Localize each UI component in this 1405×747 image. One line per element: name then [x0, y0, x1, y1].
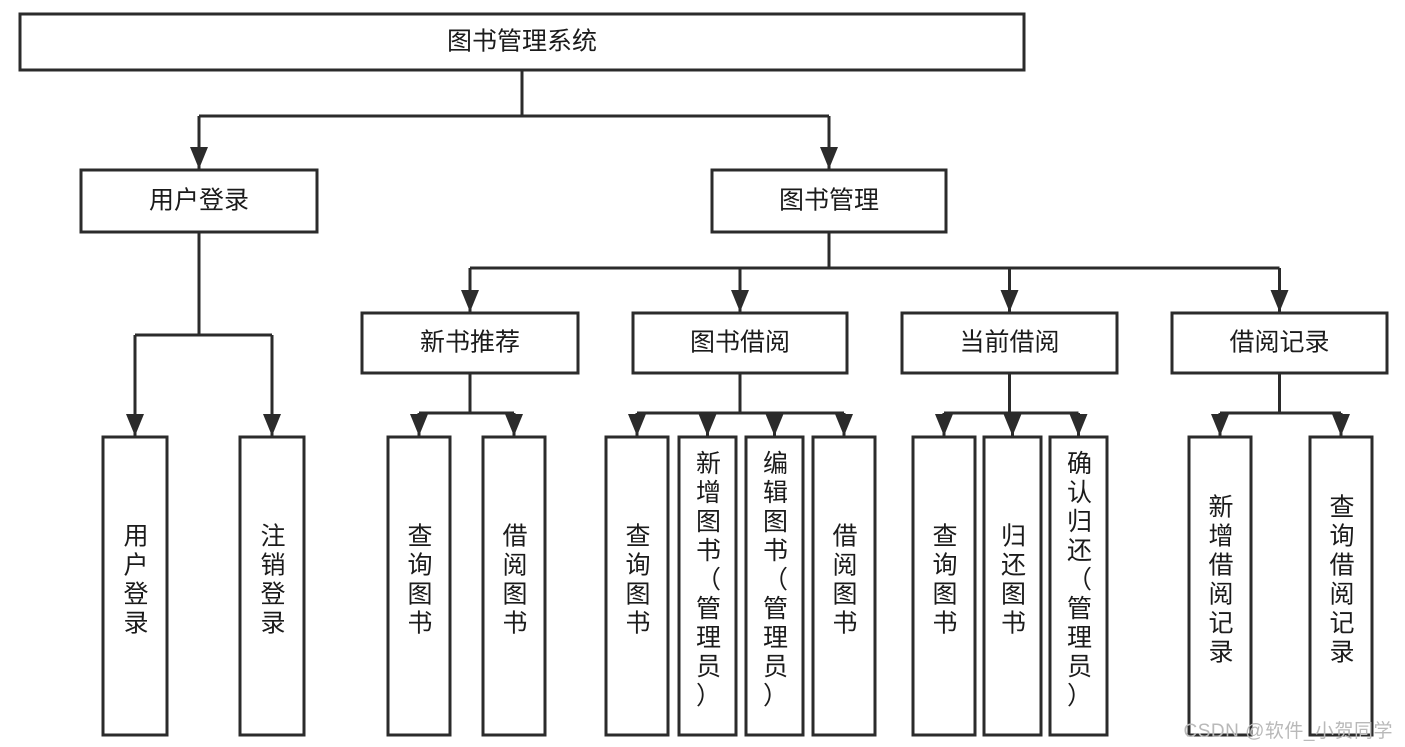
- node-label: 图书管理系统: [447, 28, 597, 56]
- node-label: 用户登录: [149, 187, 249, 215]
- node-box: [900, 311, 1119, 375]
- arrow-head-icon: [410, 414, 428, 436]
- arrow-head-icon: [1332, 414, 1350, 436]
- arrow-head-icon: [765, 414, 784, 436]
- node-label: 注销登录: [260, 523, 285, 638]
- connector-layer: [126, 70, 1350, 436]
- node-label: 图书借阅: [690, 329, 790, 357]
- arrow-head-icon: [1069, 414, 1088, 436]
- node-level2-0[interactable]: 用户登录: [79, 168, 319, 234]
- node-label: 查询图书: [407, 523, 432, 638]
- node-box: [1187, 435, 1253, 737]
- node-label: 借阅记录: [1229, 329, 1329, 357]
- node-level3-1[interactable]: 图书借阅: [631, 311, 849, 375]
- node-box: [386, 435, 452, 737]
- arrow-head-icon: [820, 147, 838, 169]
- node-box: [982, 435, 1043, 737]
- node-box: [1048, 435, 1109, 737]
- node-leaf-11[interactable]: 新增借阅记录: [1187, 435, 1253, 737]
- node-box: [1308, 435, 1374, 737]
- node-label: 查询图书: [625, 523, 650, 638]
- arrow-head-icon: [1000, 290, 1019, 312]
- arrow-head-icon: [935, 414, 953, 436]
- node-box: [79, 168, 319, 234]
- node-leaf-9[interactable]: 归还图书: [982, 435, 1043, 737]
- node-label: 确认归还（管理员）: [1067, 450, 1092, 710]
- arrow-head-icon: [1270, 290, 1289, 312]
- node-box: [911, 435, 977, 737]
- arrow-head-icon: [190, 147, 208, 169]
- node-box: [101, 435, 169, 737]
- node-box: [481, 435, 547, 737]
- node-leaf-1[interactable]: 注销登录: [238, 435, 306, 737]
- node-leaf-4[interactable]: 查询图书: [604, 435, 670, 737]
- arrow-head-icon: [698, 414, 717, 436]
- node-label: 新书推荐: [420, 329, 520, 357]
- arrow-head-icon: [461, 290, 479, 312]
- arrow-head-icon: [835, 414, 853, 436]
- node-leaf-0[interactable]: 用户登录: [101, 435, 169, 737]
- node-level3-3[interactable]: 借阅记录: [1170, 311, 1389, 375]
- node-label: 查询图书: [932, 523, 957, 638]
- node-label: 编辑图书（管理员）: [763, 450, 788, 710]
- node-label: 用户登录: [123, 523, 148, 638]
- arrow-head-icon: [628, 414, 646, 436]
- node-box: [744, 435, 805, 737]
- node-box: [18, 12, 1026, 72]
- node-label: 图书管理: [779, 187, 879, 215]
- node-label: 新增借阅记录: [1208, 494, 1233, 667]
- node-leaf-8[interactable]: 查询图书: [911, 435, 977, 737]
- node-leaf-7[interactable]: 借阅图书: [811, 435, 877, 737]
- node-root-system[interactable]: 图书管理系统: [18, 12, 1026, 72]
- node-box: [677, 435, 738, 737]
- node-level2-1[interactable]: 图书管理: [710, 168, 948, 234]
- node-label: 归还图书: [1001, 523, 1026, 638]
- node-leaf-3[interactable]: 借阅图书: [481, 435, 547, 737]
- arrow-head-icon: [263, 414, 281, 436]
- node-level3-2[interactable]: 当前借阅: [900, 311, 1119, 375]
- node-leaf-5[interactable]: 新增图书（管理员）: [677, 435, 738, 737]
- node-label: 借阅图书: [502, 523, 527, 638]
- node-leaf-12[interactable]: 查询借阅记录: [1308, 435, 1374, 737]
- node-label: 新增图书（管理员）: [696, 450, 721, 710]
- arrow-head-icon: [505, 414, 523, 436]
- node-box: [1170, 311, 1389, 375]
- node-box: [238, 435, 306, 737]
- arrow-head-icon: [1003, 414, 1022, 436]
- node-box: [710, 168, 948, 234]
- node-layer: 图书管理系统用户登录图书管理新书推荐图书借阅当前借阅借阅记录用户登录注销登录查询…: [18, 12, 1389, 737]
- node-box: [604, 435, 670, 737]
- node-level3-0[interactable]: 新书推荐: [360, 311, 580, 375]
- arrow-head-icon: [731, 290, 749, 312]
- arrow-head-icon: [1211, 414, 1229, 436]
- arrow-head-icon: [126, 414, 144, 436]
- node-box: [811, 435, 877, 737]
- node-label: 查询借阅记录: [1329, 494, 1354, 667]
- node-leaf-2[interactable]: 查询图书: [386, 435, 452, 737]
- node-leaf-6[interactable]: 编辑图书（管理员）: [744, 435, 805, 737]
- node-label: 当前借阅: [959, 329, 1059, 357]
- node-box: [360, 311, 580, 375]
- node-box: [631, 311, 849, 375]
- node-leaf-10[interactable]: 确认归还（管理员）: [1048, 435, 1109, 737]
- node-label: 借阅图书: [832, 523, 857, 638]
